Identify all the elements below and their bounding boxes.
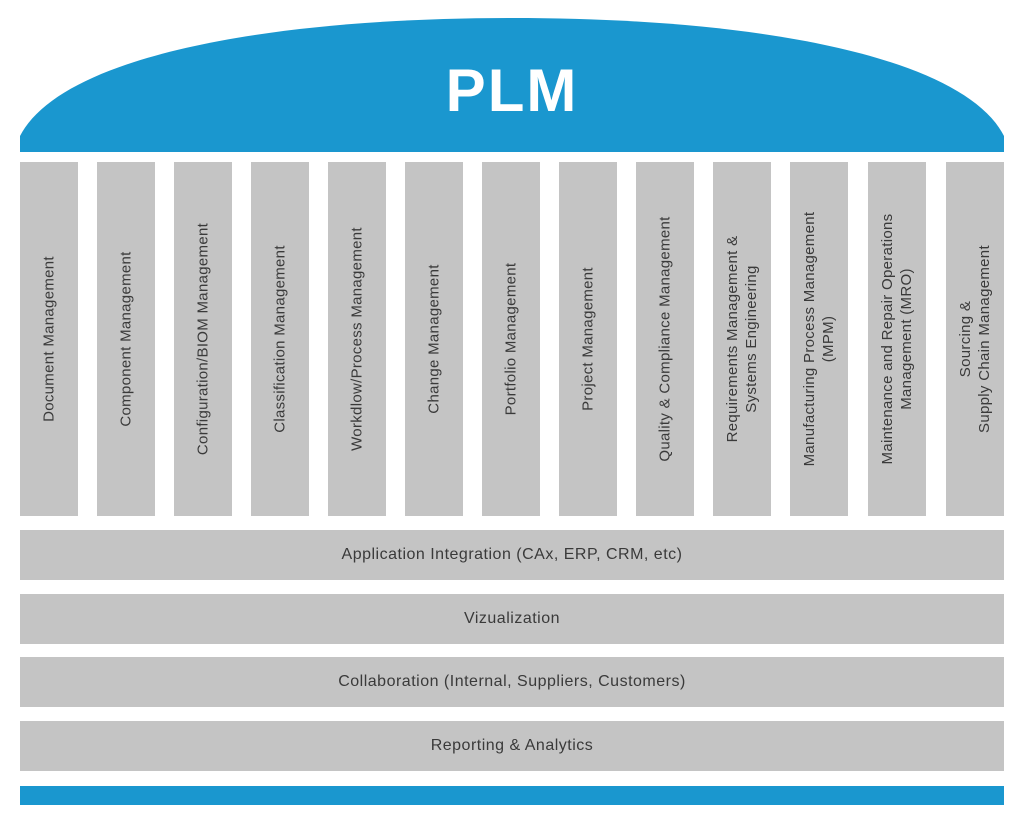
pillar-manufacturing-process-management: Manufacturing Process Management (MPM) bbox=[790, 162, 848, 516]
pillar-label: Maintenance and Repair Operations Manage… bbox=[879, 213, 915, 465]
pillar-requirements-management: Requirements Management & Systems Engine… bbox=[713, 162, 771, 516]
pillar-label: Workdlow/Process Management bbox=[348, 227, 366, 451]
pillar-change-management: Change Management bbox=[405, 162, 463, 516]
pillar-label: Manufacturing Process Management (MPM) bbox=[801, 211, 837, 467]
pillar-label: Document Management bbox=[40, 256, 58, 422]
pillar-component-management: Component Management bbox=[97, 162, 155, 516]
band-label: Reporting & Analytics bbox=[430, 737, 594, 754]
pillar-configuration-management: Configuration/BIOM Management bbox=[174, 162, 232, 516]
pillar-classification-management: Classification Management bbox=[251, 162, 309, 516]
band-label: Collaboration (Internal, Suppliers, Cust… bbox=[338, 673, 686, 690]
dome-shape bbox=[20, 18, 1004, 152]
pillar-maintenance-repair-operations: Maintenance and Repair Operations Manage… bbox=[868, 162, 926, 516]
dome-title: PLM bbox=[445, 57, 579, 124]
band-application-integration: Application Integration (CAx, ERP, CRM, … bbox=[20, 530, 1004, 580]
pillar-label: Configuration/BIOM Management bbox=[194, 222, 212, 456]
pillar-quality-compliance-management: Quality & Compliance Management bbox=[636, 162, 694, 516]
pillar-label: Change Management bbox=[425, 264, 443, 414]
band-label: Vizualization bbox=[463, 610, 561, 627]
pillar-portfolio-management: Portfolio Management bbox=[482, 162, 540, 516]
pillar-label: Requirements Management & Systems Engine… bbox=[724, 235, 760, 443]
band-label: Application Integration (CAx, ERP, CRM, … bbox=[341, 546, 683, 563]
pillar-row: Document Management Component Management… bbox=[20, 162, 1004, 516]
pillar-document-management: Document Management bbox=[20, 162, 78, 516]
pillar-label: Quality & Compliance Management bbox=[656, 216, 674, 462]
plm-dome: PLM bbox=[20, 18, 1004, 152]
pillar-project-management: Project Management bbox=[559, 162, 617, 516]
pillar-workflow-process-management: Workdlow/Process Management bbox=[328, 162, 386, 516]
pillar-label: Component Management bbox=[117, 251, 135, 427]
pillar-label: Project Management bbox=[579, 267, 597, 411]
pillar-label: Classification Management bbox=[271, 245, 289, 433]
band-vizualization: Vizualization bbox=[20, 594, 1004, 644]
band-collaboration: Collaboration (Internal, Suppliers, Cust… bbox=[20, 657, 1004, 707]
dome-arc bbox=[20, 18, 1004, 152]
pillar-label: Portfolio Management bbox=[502, 262, 520, 416]
base-bar bbox=[20, 786, 1004, 805]
band-reporting-analytics: Reporting & Analytics bbox=[20, 721, 1004, 771]
pillar-label: Sourcing & Supply Chain Management bbox=[957, 245, 993, 433]
pillar-sourcing-supply-chain: Sourcing & Supply Chain Management bbox=[946, 162, 1004, 516]
